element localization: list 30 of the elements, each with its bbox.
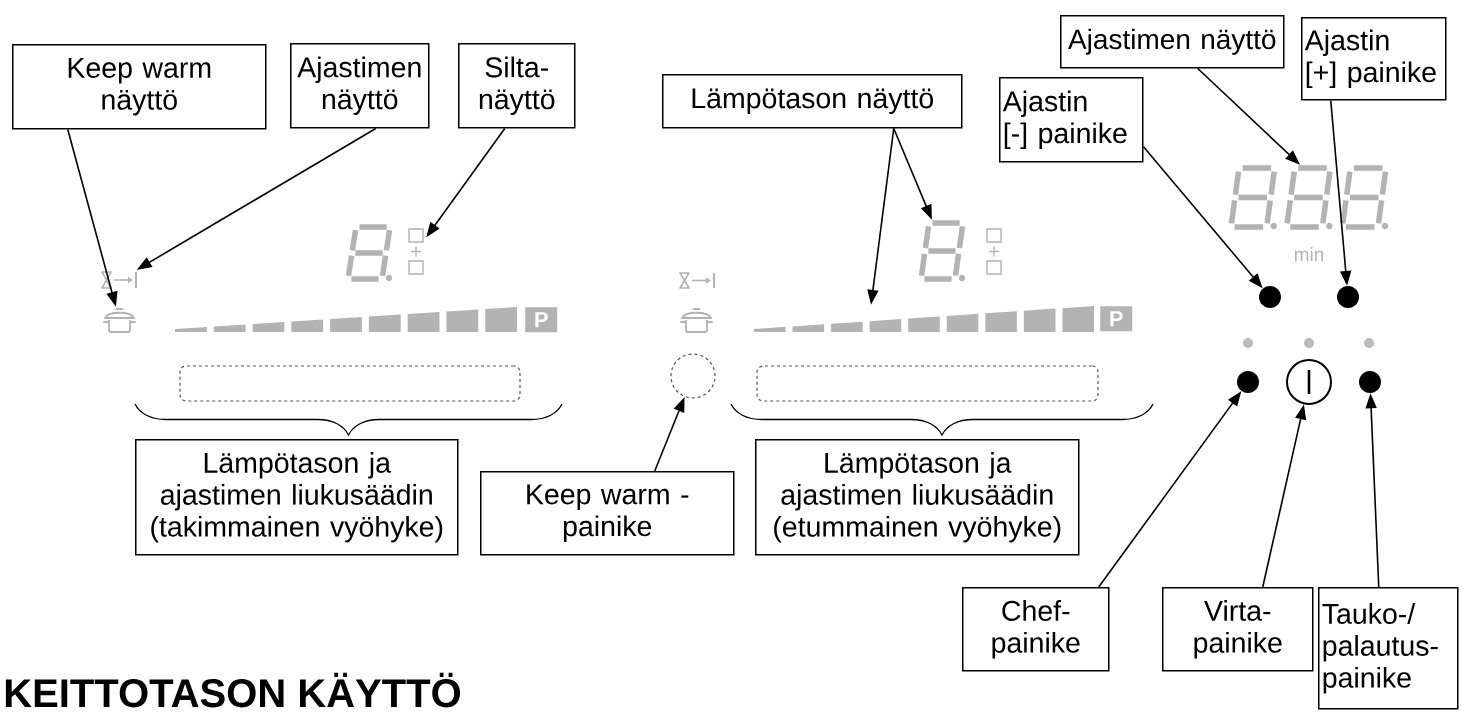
p-indicator: P	[525, 307, 558, 333]
callout-box: Tauko-/ palautus- painike	[1318, 587, 1459, 710]
bridge-icon	[408, 228, 424, 275]
callout-box: Lämpötason ja ajastimen liukusäädin (takimmainen vyöhyke)	[135, 439, 459, 556]
callout-box: Ajastimen näyttö	[290, 43, 430, 129]
callout-box: Ajastin [+] painike	[1301, 17, 1447, 101]
callout-box: Ajastimen näyttö	[1060, 15, 1285, 69]
callout-box: Ajastin [-] painike	[999, 77, 1144, 163]
button-dot	[1259, 286, 1281, 308]
callout-box: Lämpötason näyttö	[662, 74, 963, 129]
callout-box: Keep warm näyttö	[12, 44, 267, 130]
power-level-bar	[175, 307, 517, 332]
pot-icon	[103, 308, 136, 333]
dashed-circle	[670, 353, 716, 399]
power-level-bar	[754, 306, 1094, 332]
slider-outline	[179, 365, 521, 402]
digit-display	[918, 220, 966, 282]
callout-box: Keep warm - painike	[480, 471, 735, 556]
unit-label: min	[1294, 247, 1324, 261]
timer-display	[1228, 165, 1389, 230]
section-heading: KEITTOTASON KÄYTTÖ	[5, 672, 461, 708]
callout-box: Chef- painike	[962, 587, 1110, 672]
button-dot	[1237, 371, 1259, 393]
callout-box: Silta- näyttö	[458, 43, 576, 129]
callout-box: Lämpötason ja ajastimen liukusäädin (etummainen vyöhyke)	[755, 439, 1080, 556]
callout-box: Virta- painike	[1162, 587, 1314, 672]
p-indicator: P	[1100, 306, 1133, 332]
power-button	[1286, 359, 1332, 405]
slider-outline	[756, 365, 1099, 402]
timer-icon	[101, 271, 137, 289]
